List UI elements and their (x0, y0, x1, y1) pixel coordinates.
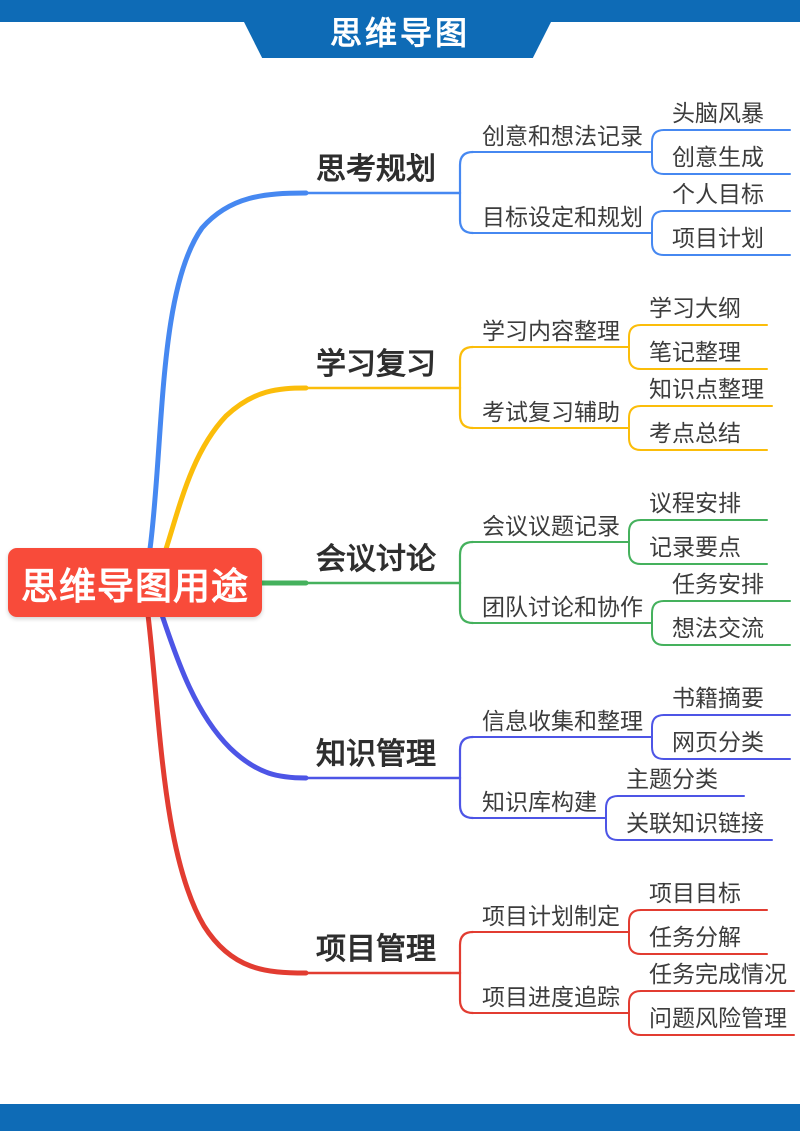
leaf-topic: 网页分类 (672, 729, 764, 755)
subtopic: 学习内容整理 (482, 318, 620, 344)
leaf-topic: 任务安排 (672, 571, 764, 597)
root-node: 思维导图用途 (8, 548, 262, 617)
leaf-topic: 学习大纲 (649, 295, 741, 321)
page-title: 思维导图 (329, 15, 470, 51)
leaf-topic: 知识点整理 (649, 376, 764, 402)
connector-line (458, 930, 475, 1015)
subtopic: 创意和想法记录 (482, 123, 643, 149)
connector-line (159, 612, 309, 781)
leaf-topic: 项目目标 (649, 880, 741, 906)
connector-line (628, 990, 642, 1036)
leaf-topic: 议程安排 (649, 490, 741, 516)
connector-line (458, 540, 475, 625)
branch-topic: 项目管理 (316, 933, 436, 966)
subtopic: 会议议题记录 (482, 513, 620, 539)
branch-topic: 学习复习 (316, 348, 436, 381)
connector-line (458, 735, 475, 820)
branch-topic: 会议讨论 (316, 543, 436, 576)
leaf-topic: 主题分类 (626, 766, 718, 792)
connector-line (605, 795, 619, 841)
subtopic: 知识库构建 (482, 789, 597, 815)
footer-bar (0, 1104, 800, 1131)
subtopic: 目标设定和规划 (482, 204, 643, 230)
connector-line (628, 405, 642, 451)
connector-line (458, 150, 475, 235)
leaf-topic: 关联知识链接 (626, 810, 764, 836)
connector-line (651, 714, 665, 760)
branch-topic: 知识管理 (316, 738, 436, 771)
leaf-topic: 考点总结 (649, 420, 741, 446)
leaf-topic: 项目计划 (672, 225, 764, 251)
connector-line (458, 345, 475, 430)
leaf-topic: 笔记整理 (649, 339, 741, 365)
leaf-topic: 个人目标 (672, 181, 764, 207)
connector-line (163, 385, 309, 552)
connector-line (147, 190, 309, 552)
leaf-topic: 书籍摘要 (672, 685, 764, 711)
leaf-topic: 问题风险管理 (649, 1005, 787, 1031)
header-banner (243, 20, 552, 58)
leaf-topic: 头脑风暴 (672, 100, 764, 126)
connector-line (628, 324, 642, 370)
leaf-topic: 记录要点 (649, 534, 741, 560)
subtopic: 团队讨论和协作 (482, 594, 643, 620)
connector-line (628, 909, 642, 955)
leaf-topic: 任务完成情况 (649, 961, 787, 987)
header-bar (0, 0, 800, 22)
subtopic: 项目进度追踪 (482, 984, 620, 1010)
subtopic: 信息收集和整理 (482, 708, 643, 734)
subtopic: 项目计划制定 (482, 903, 620, 929)
connector-line (145, 612, 309, 976)
connector-line (651, 600, 665, 646)
leaf-topic: 任务分解 (649, 924, 741, 950)
connector-line (628, 519, 642, 565)
leaf-topic: 想法交流 (672, 615, 764, 641)
subtopic: 考试复习辅助 (482, 399, 620, 425)
connector-line (651, 210, 665, 256)
leaf-topic: 创意生成 (672, 144, 764, 170)
branch-topic: 思考规划 (316, 153, 436, 186)
connector-line (651, 129, 665, 175)
